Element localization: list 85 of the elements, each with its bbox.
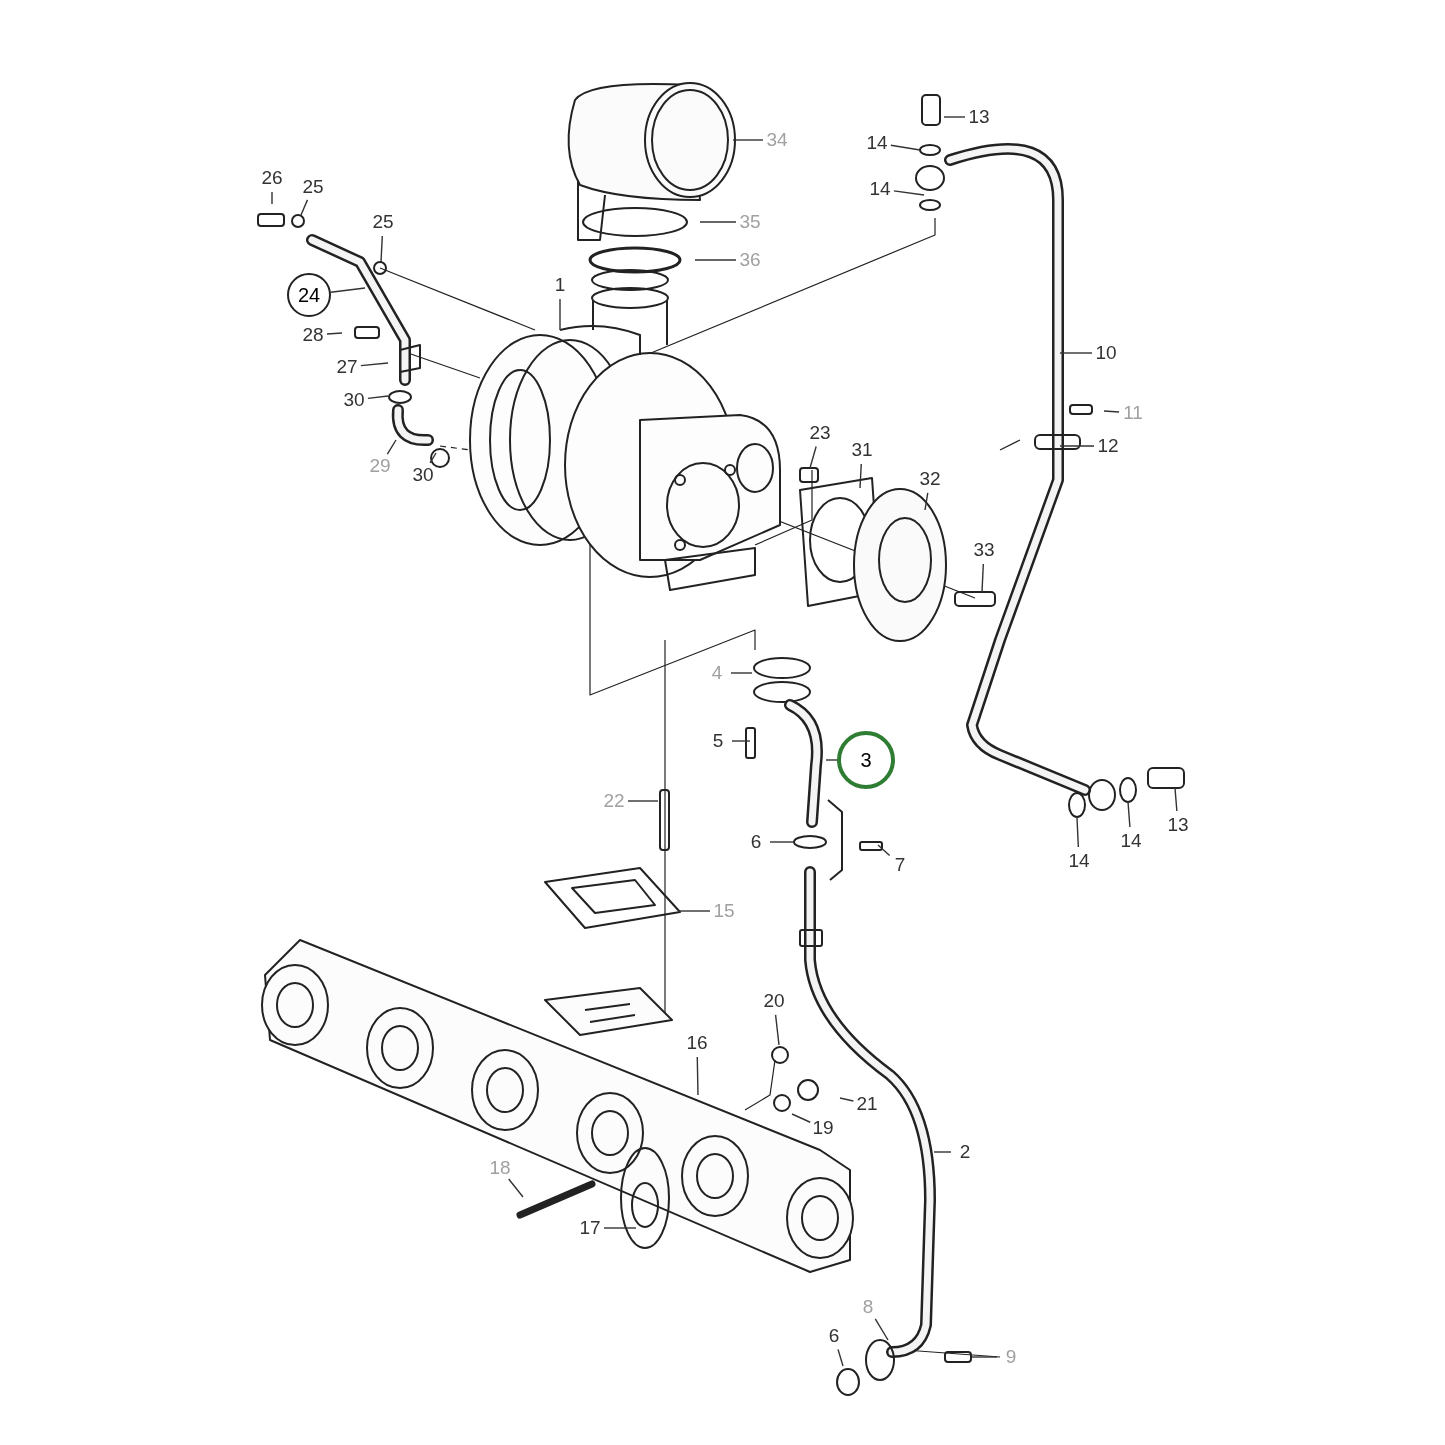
callout-number: 28 (302, 324, 324, 346)
leader-line (791, 1113, 811, 1123)
leader-line (1059, 445, 1095, 447)
circled-callout-number: 24 (287, 273, 331, 317)
leader-line (732, 139, 764, 141)
leader-line (890, 144, 921, 151)
leader-line (943, 116, 966, 118)
callout-number: 6 (750, 831, 762, 853)
leader-line (1059, 352, 1093, 354)
callout-number: 14 (1068, 850, 1090, 872)
callout-number: 6 (828, 1325, 840, 1347)
callout-number: 14 (869, 178, 891, 200)
callout-number: 7 (894, 854, 906, 876)
callout-number: 2 (959, 1141, 971, 1163)
leader-line (300, 199, 309, 216)
callout-number: 10 (1095, 342, 1117, 364)
callout-number: 30 (343, 389, 365, 411)
leader-line (971, 1356, 998, 1358)
callout-number: 35 (739, 211, 761, 233)
leader-line (386, 439, 397, 455)
callout-number: 14 (1120, 830, 1142, 852)
leader-line (330, 287, 366, 293)
callout-number: 5 (712, 730, 724, 752)
leader-line (893, 190, 925, 196)
callout-number: 33 (973, 539, 995, 561)
leader-line (769, 841, 794, 843)
callout-number: 31 (851, 439, 873, 461)
callout-number: 12 (1097, 435, 1119, 457)
leader-line (627, 800, 659, 802)
leader-line (839, 1097, 855, 1102)
callout-number: 34 (766, 129, 788, 151)
leader-line (429, 452, 437, 464)
leader-line (1103, 410, 1120, 413)
callout-number: 19 (812, 1117, 834, 1139)
callout-number: 16 (686, 1032, 708, 1054)
leader-line (924, 492, 929, 511)
leader-line (380, 235, 383, 263)
callout-number: 23 (809, 422, 831, 444)
leader-line (874, 1318, 889, 1341)
callout-number: 17 (579, 1217, 601, 1239)
leader-line (731, 740, 751, 742)
callout-number: 30 (412, 464, 434, 486)
callout-number: 21 (856, 1093, 878, 1115)
callout-number: 20 (763, 990, 785, 1012)
leader-line (877, 844, 891, 857)
callout-number: 29 (369, 455, 391, 477)
circled-callout-number: 3 (837, 731, 895, 789)
leader-line (271, 191, 273, 205)
leader-line (367, 395, 389, 400)
leader-line (696, 1056, 699, 1096)
leader-line (677, 910, 711, 912)
leader-line (730, 672, 753, 674)
callout-number: 26 (261, 167, 283, 189)
callout-number: 11 (1123, 402, 1143, 424)
callout-number: 32 (919, 468, 941, 490)
leader-line (559, 298, 561, 331)
leader-line (933, 1151, 952, 1153)
leader-line (508, 1178, 524, 1198)
callout-number: 8 (862, 1296, 874, 1318)
callout-number: 25 (302, 176, 324, 198)
leader-line (1127, 801, 1131, 828)
leader-line (603, 1227, 637, 1229)
leader-line (981, 563, 985, 593)
leader-line (1174, 787, 1178, 812)
callout-number: 13 (1167, 814, 1189, 836)
callout-number: 18 (489, 1157, 511, 1179)
callout-number: 25 (372, 211, 394, 233)
leader-line (859, 463, 862, 489)
leader-line (1076, 817, 1080, 848)
leader-line (809, 445, 817, 469)
callout-number: 15 (713, 900, 735, 922)
leader-line (774, 1014, 780, 1046)
leader-line (694, 259, 737, 261)
callout-number: 14 (866, 132, 888, 154)
leader-line (360, 362, 389, 367)
callout-number: 13 (968, 106, 990, 128)
callout-number: 9 (1005, 1346, 1017, 1368)
callout-number: 4 (711, 662, 723, 684)
leader-line (326, 332, 343, 335)
callout-number: 36 (739, 249, 761, 271)
callout-number: 22 (603, 790, 625, 812)
leader-line (837, 1348, 844, 1367)
callout-number: 27 (336, 356, 358, 378)
leader-line (699, 221, 737, 223)
callout-number: 1 (554, 274, 566, 296)
